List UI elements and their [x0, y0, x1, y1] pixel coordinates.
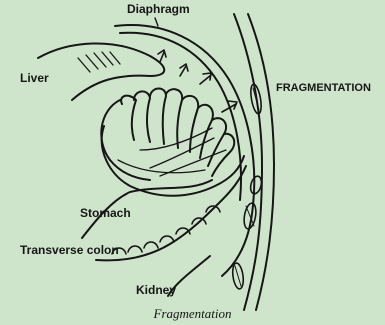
liver-label: Liver: [20, 72, 49, 84]
diaphragm-outline-inner: [120, 33, 241, 200]
stomach-inner-lines: [118, 128, 226, 176]
fragmentation-label: FRAGMENTATION: [276, 83, 371, 94]
stomach-label: Stomach: [80, 207, 131, 219]
figure-caption: Fragmentation: [0, 306, 385, 322]
transverse-colon-label: Transverse colon: [20, 244, 119, 256]
diaphragm-label: Diaphragm: [127, 3, 190, 15]
kidney-label: Kidney: [136, 284, 176, 296]
body-wall-left: [234, 14, 262, 310]
diaphragm-outline: [115, 25, 254, 276]
stomach-folds: [101, 89, 234, 181]
liver-hatching: [78, 52, 120, 72]
diaphragm-leader: [155, 18, 158, 26]
